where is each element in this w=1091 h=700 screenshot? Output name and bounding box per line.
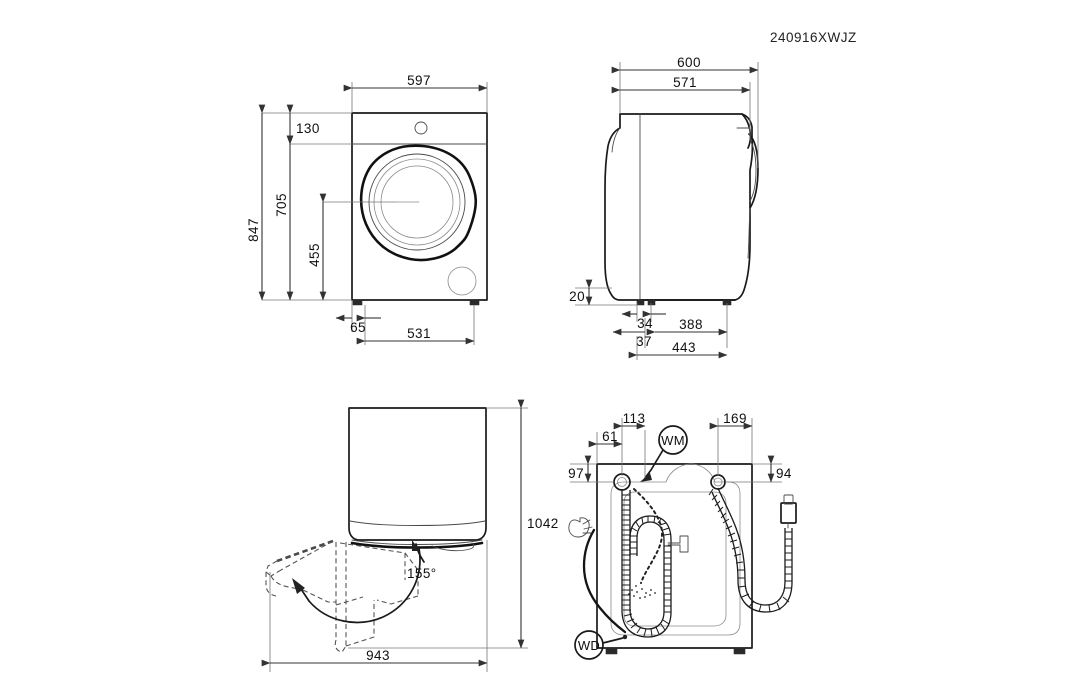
rear-power-plug-pins (582, 519, 593, 534)
balloon-wm-label: WM (661, 433, 685, 448)
balloon-wd-label: WD (578, 638, 600, 653)
balloon-wd-circle (574, 630, 604, 660)
balloon-wd-leader-dot (622, 634, 628, 640)
front-filter-cap-icon (447, 266, 477, 296)
rear-view: WM WD 113 61 169 97 94 (568, 411, 797, 660)
rear-drain-hose (621, 490, 689, 638)
drawing-number-label: 240916XWJZ (770, 30, 857, 45)
rear-power-plug-icon (568, 517, 590, 538)
rear-inlet-tap-nut (783, 494, 794, 505)
front-foot-right (469, 299, 480, 306)
side-door-profile (604, 113, 641, 301)
front-foot-span-label: 531 (407, 326, 431, 341)
front-foot-offset-label: 65 (350, 320, 366, 335)
side-base-depth-label: 443 (672, 340, 696, 355)
plan-door-open-thickness (265, 572, 277, 597)
balloon-wm-circle (658, 425, 688, 455)
side-view: 600 571 20 34 37 388 443 (569, 55, 759, 360)
rear-service-panel-inner (623, 491, 727, 627)
side-foot-rear (722, 299, 732, 306)
plan-door-90-outline2 (376, 595, 419, 605)
front-body-height-label: 705 (274, 193, 289, 217)
side-rear-edge-detail (747, 207, 751, 259)
plan-swing-arc-tail (300, 588, 310, 602)
rear-94-label: 94 (776, 466, 792, 481)
rear-water-spray-dots (628, 585, 656, 599)
plan-door-mid-rib (335, 596, 364, 606)
rear-inlet-grommet-inner (617, 477, 627, 487)
front-door-centre-label: 455 (307, 243, 322, 267)
plan-cabinet-outline (348, 407, 487, 541)
door-swing-plan-view: 155° 1042 943 (261, 399, 559, 672)
side-foot-front (636, 299, 645, 306)
swing-width-label: 943 (366, 648, 390, 663)
plan-door-open-inner-tip (270, 569, 282, 577)
rear-inlet-tap-connector (780, 502, 797, 524)
side-foot-front-2 (647, 299, 656, 306)
plan-swing-arrowhead (292, 578, 305, 594)
front-foot-left (352, 299, 363, 306)
rear-169-label: 169 (723, 411, 747, 426)
rear-wm-routing-dotted (633, 488, 664, 584)
door-open-angle-label: 155° (407, 566, 437, 581)
rear-power-cord (582, 528, 627, 634)
front-view: 597 847 130 705 455 65 531 (246, 73, 488, 345)
plan-swing-arc (308, 547, 421, 624)
balloon-wd-leader (602, 637, 624, 644)
balloon-wm-leader (644, 449, 664, 479)
plan-angle-leader-arrow (412, 540, 420, 551)
side-foot-span-label: 388 (679, 317, 703, 332)
plan-door-mid-end (334, 639, 347, 653)
balloon-wm-leader-arrow (640, 473, 652, 482)
front-drawer-knob-icon (414, 121, 428, 135)
rear-113-label: 113 (623, 411, 646, 426)
side-front-offset-label: 37 (636, 334, 652, 349)
plan-door-open-heavy (276, 539, 334, 563)
rear-cabinet-outline (596, 463, 753, 649)
plan-door-90-outline (339, 542, 419, 596)
side-body-depth-label: 571 (673, 75, 697, 90)
rear-drain-connector (667, 535, 689, 553)
plan-door-open-back2 (302, 589, 336, 603)
plan-door-open-back (270, 575, 304, 591)
rear-foot-right (733, 647, 746, 655)
plan-front-band (349, 520, 486, 526)
plan-door-edge-inner (351, 539, 483, 545)
rear-97-label: 97 (568, 466, 584, 481)
front-panel-height-label: 130 (296, 121, 320, 136)
rear-61-label: 61 (602, 429, 618, 444)
plan-door-handle (431, 542, 475, 552)
swing-depth-label: 1042 (527, 516, 559, 531)
rear-foot-left (605, 647, 618, 655)
front-total-height-label: 847 (246, 218, 261, 242)
side-plinth-height-label: 20 (569, 289, 585, 304)
plan-angle-leader (415, 543, 425, 563)
side-door-upper-detail (611, 127, 621, 153)
plan-door-open-hinge-end (265, 560, 278, 577)
side-total-depth-label: 600 (677, 55, 701, 70)
front-cabinet-outline (351, 112, 488, 301)
rear-inlet-hose (708, 487, 797, 613)
plan-door-open-inner (280, 540, 334, 571)
side-handle-inner (749, 139, 757, 202)
plan-door-mid-back (345, 600, 375, 647)
front-door-outer-ring (359, 144, 478, 262)
front-width-label: 597 (407, 73, 431, 88)
rear-outlet-grommet-inner (713, 477, 723, 487)
